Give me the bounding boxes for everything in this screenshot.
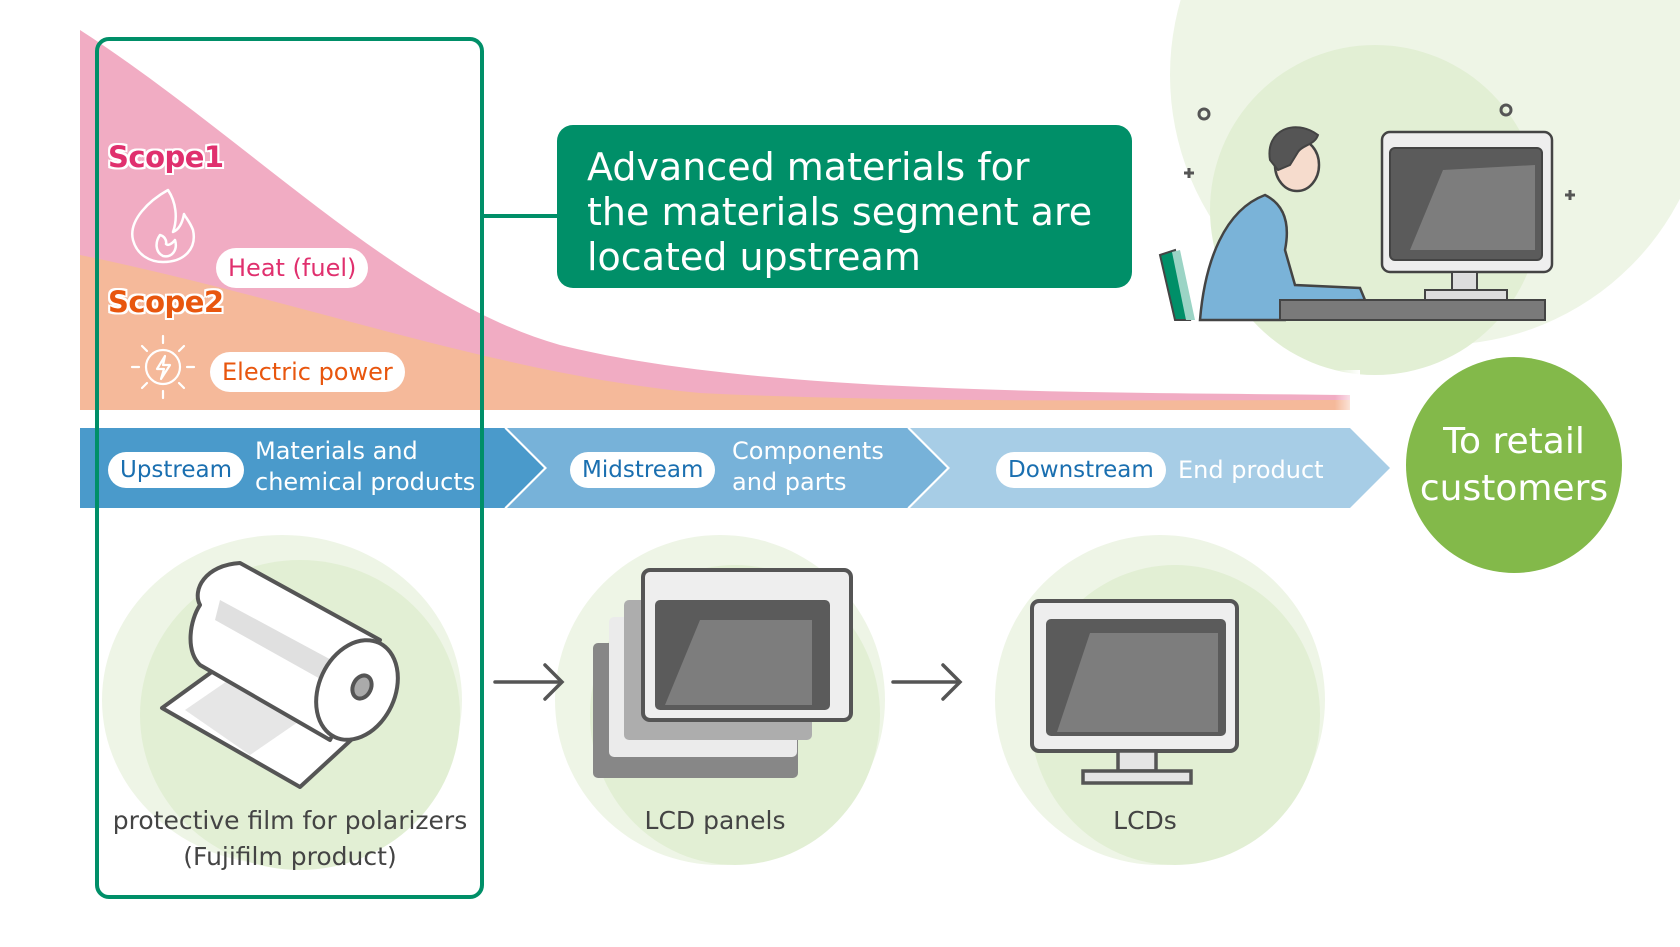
stage-downstream-badge: Downstream (996, 452, 1166, 488)
scope1-emission-area (80, 30, 1350, 410)
scope2-source-pill: Electric power (210, 352, 405, 392)
scope2-label: Scope2 (108, 285, 224, 319)
stage-midstream-arrow (507, 428, 948, 508)
flame-icon (131, 188, 196, 264)
retail-customers-circle: To retail customers (1406, 357, 1622, 573)
scope1-source-pill: Heat (fuel) (216, 248, 369, 288)
person-at-computer-icon (1158, 103, 1575, 322)
stage-upstream-badge: Upstream (108, 452, 245, 488)
lightning-sun-icon (130, 334, 196, 400)
product-label-lcd-panels: LCD panels (644, 806, 786, 835)
scope1-label: Scope1 (108, 140, 224, 174)
flow-arrow-1 (493, 663, 565, 701)
product-label-lcds: LCDs (1113, 806, 1177, 835)
upstream-highlight-box (95, 37, 484, 899)
product-label-film: protective film for polarizers (Fujifilm… (112, 806, 468, 871)
stage-midstream-badge: Midstream (570, 452, 716, 488)
stage-upstream-arrow (80, 428, 545, 508)
stage-downstream-description: End product (1178, 456, 1324, 484)
stage-upstream-description: Materials and chemical products (255, 437, 476, 496)
lcd-monitor-icon (1030, 599, 1239, 785)
upstream-callout: Advanced materials for the materials seg… (557, 125, 1132, 288)
stage-midstream-description: Components and parts (732, 437, 884, 496)
flow-arrow-2 (891, 663, 963, 701)
film-roll-icon (160, 561, 400, 789)
lcd-panels-icon (593, 568, 853, 778)
